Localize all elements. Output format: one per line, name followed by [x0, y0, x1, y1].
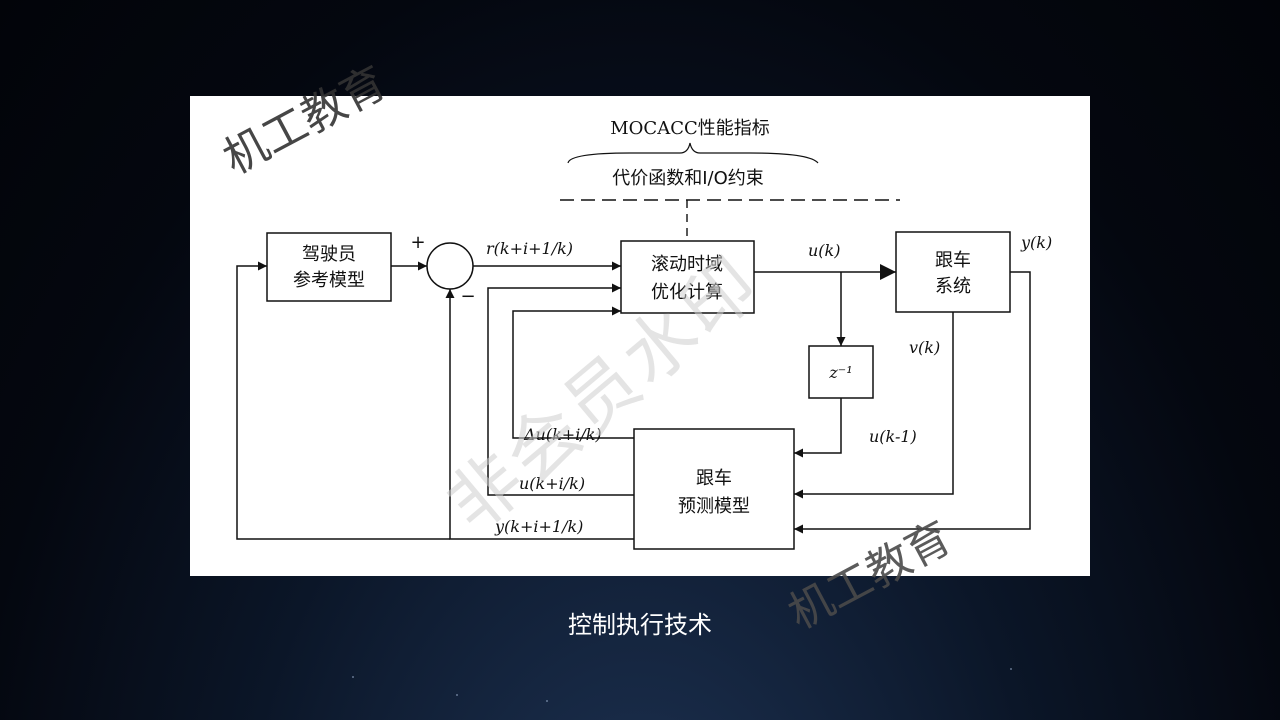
output-to-prediction-arrow [794, 271, 1031, 534]
diagram-svg: MOCACC性能指标 代价函数和I/O约束 驾驶员 参考模型 + − 滚动时域 … [236, 118, 1052, 550]
signal-y-pred: y(k+i+1/k) [494, 517, 583, 536]
delta-u-feedback-arrow [512, 306, 634, 439]
header-brace [567, 142, 819, 164]
outer-loop-to-driver-arrow [236, 261, 450, 540]
optimizer-block [620, 240, 755, 314]
control-block-diagram: MOCACC性能指标 代价函数和I/O约束 驾驶员 参考模型 + − 滚动时域 … [190, 96, 1090, 576]
sum-minus-sign: − [460, 286, 475, 307]
signal-u-pred: u(k+i/k) [519, 474, 585, 493]
summing-junction [426, 242, 474, 290]
optimizer-label-1: 滚动时域 [651, 254, 723, 275]
car-following-system-label-1: 跟车 [935, 250, 971, 271]
star [546, 700, 548, 702]
delay-label: z⁻¹ [828, 363, 852, 382]
driver-model-label-2: 参考模型 [293, 270, 365, 291]
signal-control: u(k) [808, 241, 840, 260]
delay-block [808, 345, 874, 399]
u-pred-feedback-arrow [487, 283, 634, 496]
header-subtitle: 代价函数和I/O约束 [612, 168, 764, 189]
sum-plus-sign: + [410, 232, 425, 253]
driver-model-block [266, 232, 392, 302]
velocity-to-prediction-arrow [794, 312, 954, 499]
prediction-model-label-1: 跟车 [696, 468, 732, 489]
driver-model-label-1: 驾驶员 [302, 244, 356, 265]
star [1010, 668, 1012, 670]
prediction-model-label-2: 预测模型 [678, 496, 750, 517]
car-following-system-block [895, 231, 1011, 313]
star [456, 694, 458, 696]
header-title: MOCACC性能指标 [610, 118, 770, 139]
signal-reference: r(k+i+1/k) [486, 239, 573, 258]
delay-to-prediction-arrow [794, 398, 842, 458]
slide-caption: 控制执行技术 [568, 611, 712, 639]
signal-delayed-control: u(k-1) [869, 427, 917, 446]
y-pred-to-sum-arrow [445, 289, 634, 540]
signal-delta-u: Δu(k+i/k) [523, 425, 602, 444]
optimizer-label-2: 优化计算 [651, 282, 723, 303]
car-following-system-label-2: 系统 [935, 276, 971, 297]
signal-output: y(k) [1020, 233, 1052, 252]
star [352, 676, 354, 678]
prediction-model-block [633, 428, 795, 550]
signal-velocity: v(k) [909, 338, 940, 357]
